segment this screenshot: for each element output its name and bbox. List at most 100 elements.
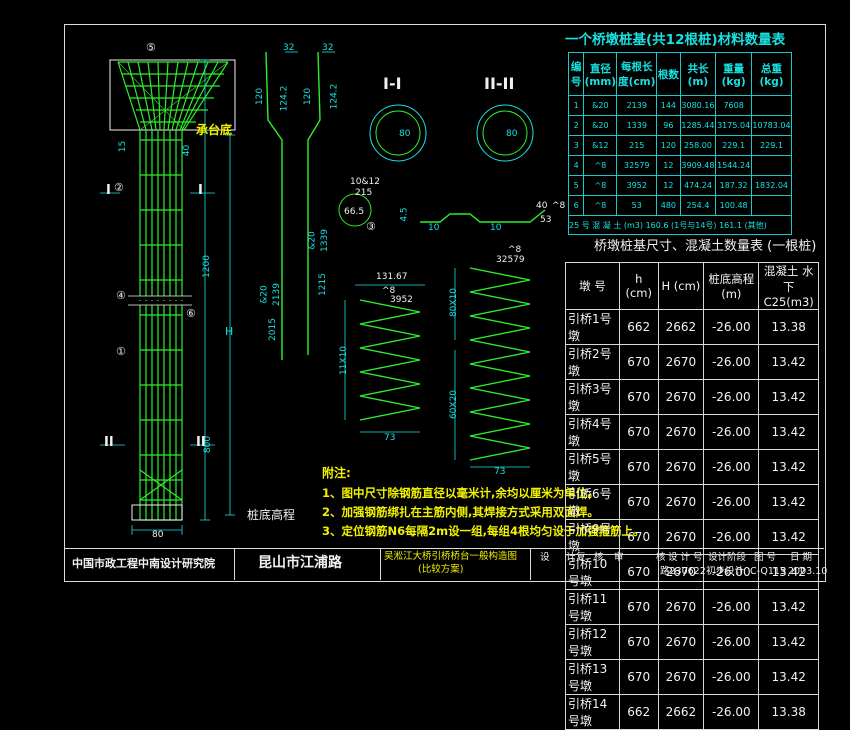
concrete-row: 25 号 混 凝 土 (m3) 160.6 (1号与14号) 161.1 (其他…: [568, 215, 792, 235]
material-cell: 144: [656, 95, 681, 116]
dim-11x10: 11X10: [339, 345, 350, 376]
material-cell: ^8: [583, 195, 618, 216]
material-cell: 4: [567, 155, 585, 176]
tb-label-4: 核: [594, 552, 604, 563]
pile-cell: 引桥2号墩: [565, 344, 620, 380]
section-mark-I-right: I: [198, 183, 203, 198]
tb-value-design-no: 路230622: [660, 566, 706, 577]
dim-2015: 2015: [267, 318, 278, 341]
mark-1: ①: [116, 345, 126, 358]
pile-cell: 2670: [657, 519, 705, 555]
cap-label: 承台底: [196, 123, 233, 137]
pile-cell: 引桥6号墩: [565, 484, 620, 520]
pile-cell: 引桥14号墩: [565, 694, 620, 730]
dim-53: 53: [540, 215, 552, 225]
mark-5: ⑤: [146, 41, 156, 54]
pile-bottom-outline: [131, 504, 183, 521]
pile-cell: 引桥5号墩: [565, 449, 620, 485]
tb-label-1: 设: [540, 552, 550, 563]
title-block: [64, 548, 824, 581]
dim-131-67: 131.67: [376, 272, 408, 282]
pile-cell: 引桥12号墩: [565, 624, 620, 660]
tb-label-8: 设计阶段: [708, 552, 747, 563]
pile-cell: 662: [618, 309, 659, 345]
pile-cell: 2670: [657, 659, 705, 695]
tb-label-3: 复: [576, 552, 586, 563]
section-mark-II-left: II: [104, 435, 114, 450]
break-line: [128, 295, 192, 306]
dim-1200: 1200: [201, 255, 212, 278]
pile-cell: 13.38: [758, 309, 819, 345]
pile-header: 桩底高程 (m): [703, 262, 760, 310]
tb-label-7: 设 计 号: [668, 552, 703, 563]
material-cell: 120: [656, 135, 681, 156]
section-label-2: II-II: [484, 74, 515, 93]
funnel-rebars: [117, 61, 229, 131]
pile-header-row: 墩 号 h (cm) H (cm) 桩底高程 (m) 混凝土 水下C25(m3): [565, 262, 819, 310]
outer-frame: [64, 24, 826, 582]
tb-label-5: 审: [614, 552, 624, 563]
pile-cell: 2670: [657, 589, 705, 625]
pile-cell: 2670: [657, 484, 705, 520]
section-label-1: I-I: [383, 74, 402, 93]
material-header-row: 编号 直径(mm) 每根长度(cm) 根数 共长(m) 重量(kg) 总重(kg…: [567, 52, 793, 96]
hook-bar: [420, 209, 546, 223]
dim-rebar-2: &20: [307, 231, 318, 250]
material-cell: &20: [583, 115, 618, 136]
material-cell: 3080.16: [679, 95, 717, 116]
pile-elevation: [100, 51, 546, 535]
dim-60x20: 60X20: [449, 389, 460, 420]
dim-H: H: [225, 325, 234, 338]
note-3: 3、定位钢筋N6每隔2m设一组,每组4根均匀设于加强箍筋上。: [322, 524, 645, 538]
material-header: 重量(kg): [715, 52, 752, 96]
dim-15: 15: [118, 140, 129, 153]
bent-bars: [265, 51, 321, 360]
material-cell: 2: [567, 115, 585, 136]
pile-cell: 引桥9号墩: [565, 519, 620, 555]
material-header: 总重(kg): [750, 52, 793, 96]
material-table-title: 一个桥墩桩基(共12根桩)材料数量表: [565, 32, 786, 48]
mark-4: ④: [116, 289, 126, 302]
pile-cell: 引桥13号墩: [565, 659, 620, 695]
dim-80-b: 80: [506, 129, 518, 139]
notes: 附注: 1、图中尺寸除钢筋直径以毫米计,余均以厘米为单位。 2、加强钢筋绑扎在主…: [322, 464, 644, 539]
concrete-label: 25 号 混 凝 土 (m3): [569, 220, 644, 230]
material-cell: [750, 155, 793, 176]
mark-6: ⑥: [186, 307, 196, 320]
pile-header: h (cm): [618, 262, 659, 310]
pile-cell: 13.42: [758, 659, 819, 695]
tb-label-2: 计: [566, 552, 576, 563]
pile-cell: -26.00: [703, 484, 760, 520]
project-name: 昆山市江浦路: [258, 555, 342, 571]
pile-table: 墩 号 h (cm) H (cm) 桩底高程 (m) 混凝土 水下C25(m3)…: [565, 262, 819, 730]
material-cell: &20: [583, 95, 618, 116]
pile-cell: 引桥3号墩: [565, 379, 620, 415]
tb-label-10: 日 期: [790, 552, 813, 563]
material-cell: 1: [567, 95, 585, 116]
pile-cell: 2670: [657, 449, 705, 485]
material-cell: [750, 95, 793, 116]
pile-cell: 13.42: [758, 414, 819, 450]
note-2: 2、加强钢筋绑扎在主筋内侧,其焊接方式采用双面焊。: [322, 505, 599, 519]
dim-32-b: 32: [322, 43, 334, 53]
dim-10-12: 10&12: [350, 177, 380, 187]
section-circles: [338, 104, 534, 227]
pile-cell: -26.00: [703, 309, 760, 345]
pile-cell: -26.00: [703, 379, 760, 415]
note-1: 1、图中尺寸除钢筋直径以毫米计,余均以厘米为单位。: [322, 486, 599, 500]
material-cell: 3: [567, 135, 585, 156]
dim-73-b: 73: [494, 467, 506, 477]
pile-cell: 2662: [657, 694, 705, 730]
material-cell: 7608: [715, 95, 752, 116]
spiral-dims: [344, 268, 530, 468]
